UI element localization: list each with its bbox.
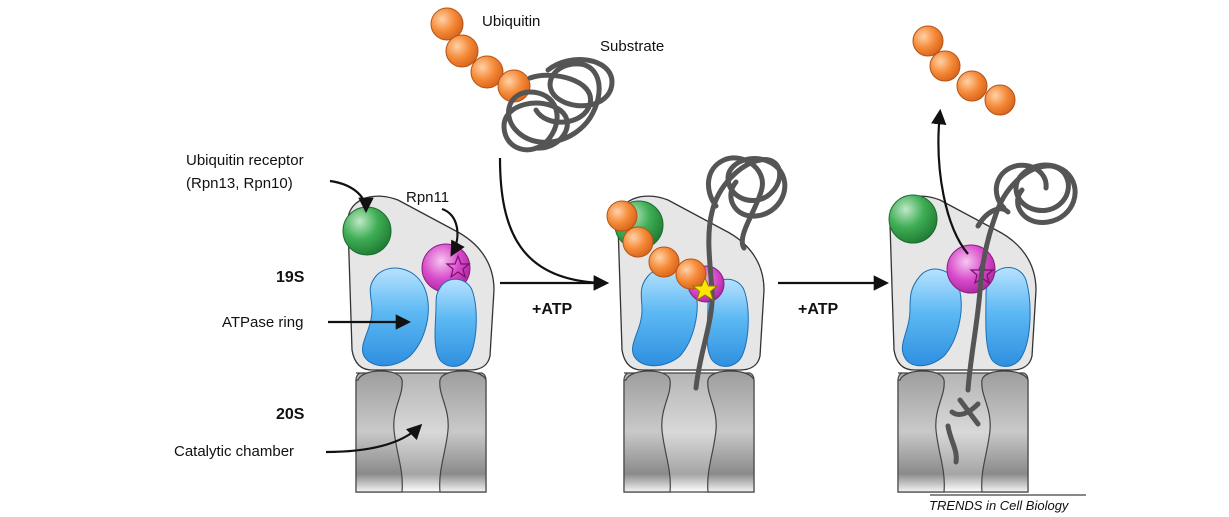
substrate-binding-arrow [498, 157, 610, 291]
atp-step2-label: +ATP [798, 301, 838, 318]
substrate-chain [965, 162, 1078, 393]
credit-label: TRENDS in Cell Biology [929, 498, 1070, 513]
atpase-ring [901, 267, 1031, 367]
ubiquitin-label: Ubiquitin [482, 13, 540, 30]
ubiquitin-receptor [342, 206, 392, 256]
ubiquitin-bead [984, 84, 1016, 116]
substrate-chain [693, 155, 788, 391]
20s-label: 20S [276, 406, 305, 423]
atp-step1-label: +ATP [532, 301, 572, 318]
ubiquitin-chain-bound [606, 200, 707, 290]
ubiquitin-bead [648, 246, 680, 278]
ubiquitin-bead [445, 34, 479, 68]
peptide-fragment [945, 423, 959, 465]
ubiquitin-receptor [888, 194, 938, 244]
rpn11-pointer-arrow [441, 207, 465, 257]
substrate-tangle [501, 57, 615, 153]
substrate-label: Substrate [600, 38, 664, 55]
ubiquitin-bead [675, 258, 707, 290]
ubiquitin-bead [622, 226, 654, 258]
receptor-pointer-arrow [329, 179, 374, 214]
catalytic-chamber-label: Catalytic chamber [174, 443, 294, 460]
ubiquitin-bead [929, 50, 961, 82]
20s-core-particle [355, 370, 487, 493]
ubiquitin-bead [606, 200, 638, 232]
star-icon [445, 254, 471, 279]
peptide-fragment [949, 401, 981, 417]
ubiquitin-bead [430, 7, 464, 41]
rpn11-subunit [946, 244, 996, 294]
rpn11-label: Rpn11 [406, 189, 449, 206]
ubiquitin-receptor-label: Ubiquitin receptor [186, 152, 304, 169]
released-ubiquitin-chain [912, 25, 1016, 116]
free-ubiquitinated-substrate: Ubiquitin Substrate [430, 7, 664, 153]
19s-label: 19S [276, 269, 305, 286]
star-icon [691, 276, 719, 302]
ubiquitin-receptor-sublabel: (Rpn13, Rpn10) [186, 175, 293, 192]
20s-core-particle [623, 370, 755, 493]
20s-core-particle [897, 370, 1029, 493]
proteasome-resting [342, 195, 495, 493]
peptide-fragment [957, 397, 981, 427]
proteasome-degrading [888, 25, 1078, 493]
ubiquitin-bead [956, 70, 988, 102]
ubiquitin-bead [912, 25, 944, 57]
proteasome-substrate-engaged [606, 155, 788, 493]
ubiquitin-bead [470, 55, 504, 89]
catalytic-pointer-arrow [325, 423, 423, 454]
atpase-ring [362, 267, 477, 367]
ubiquitin-release-arrow [931, 108, 969, 255]
atpase-ring-label: ATPase ring [222, 314, 303, 331]
